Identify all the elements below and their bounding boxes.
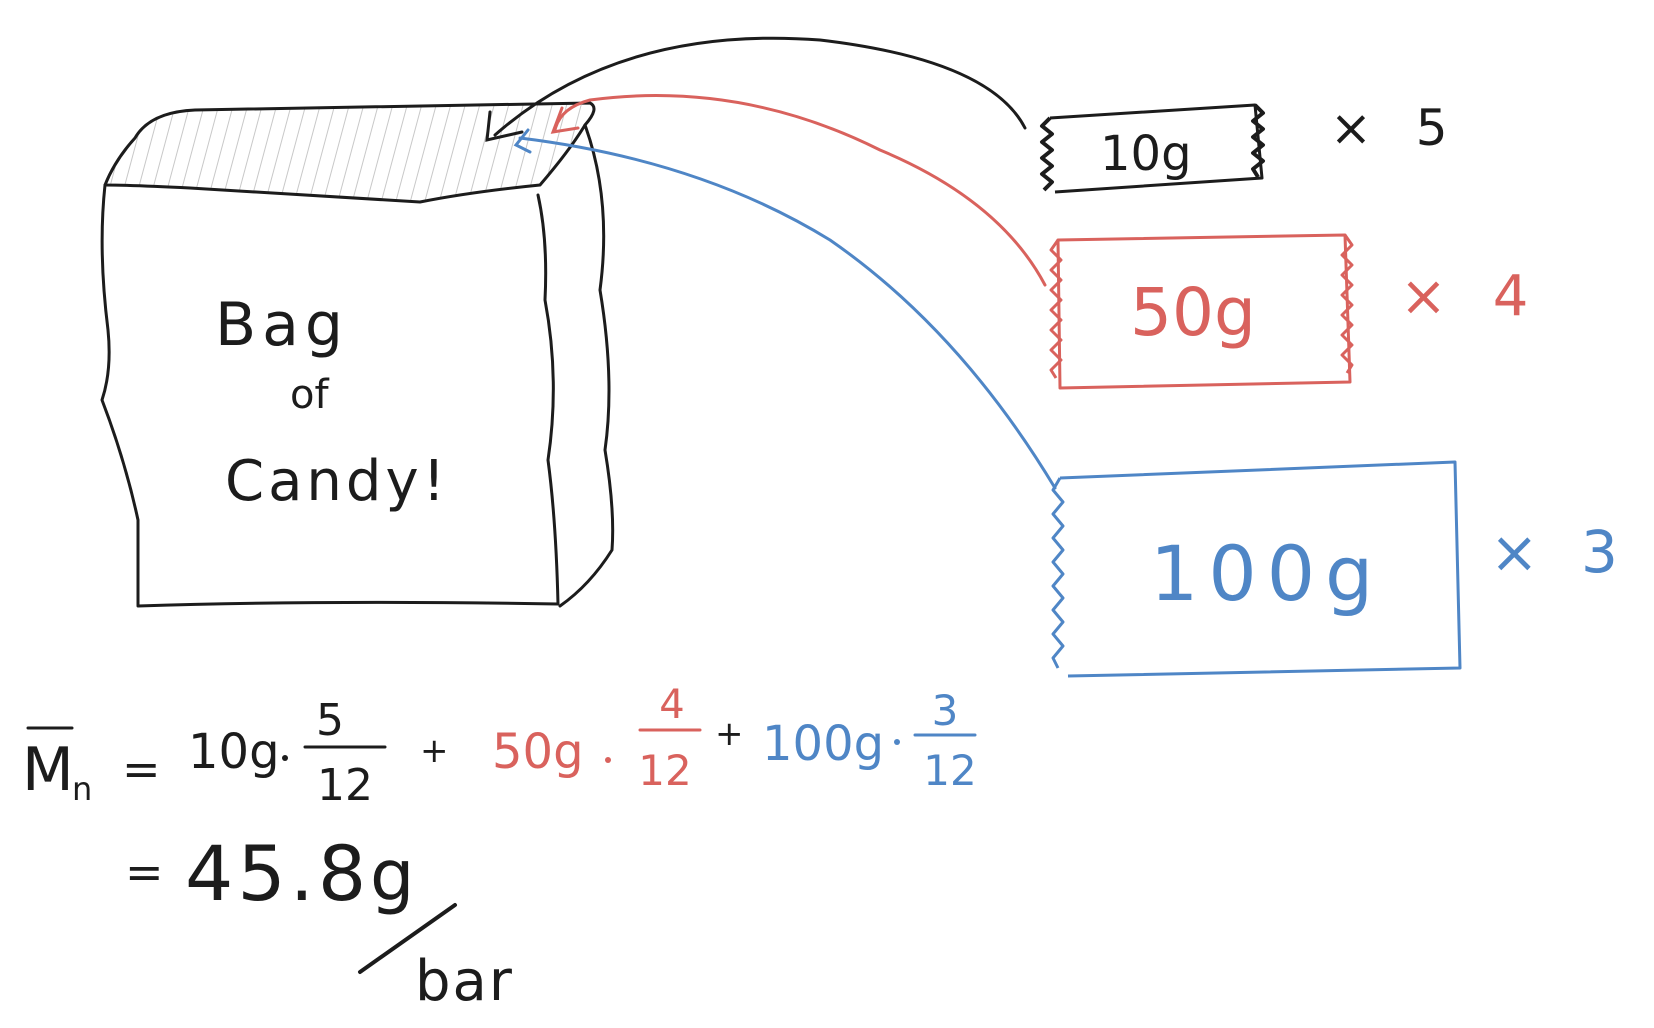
multiply-dot	[894, 739, 900, 745]
weighted-average-equation: M n = 10g 5 12 + 50g 4 12 + 100g 3 12 = …	[22, 682, 977, 1014]
term2-numerator: 4	[659, 682, 684, 728]
bag-label-line2: of	[290, 372, 329, 418]
result-unit-numerator: g	[370, 835, 414, 917]
plus-sign-1: +	[420, 731, 449, 771]
term1-denominator: 12	[317, 760, 373, 811]
bag-side-face	[558, 123, 615, 608]
candy-10g	[1040, 103, 1265, 194]
result-unit-denominator: bar	[415, 949, 514, 1014]
mean-subscript: n	[72, 770, 92, 808]
multiply-dot	[605, 757, 611, 763]
multiply-dot	[282, 755, 288, 761]
candy-50g-count: × 4	[1400, 264, 1542, 329]
term1-numerator: 5	[316, 695, 344, 746]
term2-denominator: 12	[638, 746, 691, 795]
arrow-100g	[513, 128, 1057, 490]
bag-front-face	[100, 183, 560, 608]
unit-slash	[358, 903, 457, 974]
candy-100g-count: × 3	[1490, 518, 1630, 586]
term3-mass: 100g	[762, 716, 884, 772]
wrapper-end-left	[1049, 239, 1063, 379]
plus-sign-2: +	[715, 714, 744, 754]
candy-bag	[100, 101, 615, 608]
bag-label-line1: Bag	[215, 290, 349, 360]
candy-50g-mass: 50g	[1130, 274, 1256, 351]
arrow-10g	[485, 36, 1027, 142]
candy-100g-mass: 100g	[1150, 529, 1383, 618]
candy-50g	[1049, 233, 1354, 390]
term3-denominator: 12	[923, 746, 976, 795]
result-equals-sign: =	[125, 845, 164, 899]
mean-symbol: M	[22, 735, 74, 805]
arrow-50g	[550, 94, 1047, 287]
term3-numerator: 3	[932, 686, 959, 735]
bag-label-line3: Candy!	[225, 449, 449, 514]
term1-mass: 10g	[188, 724, 280, 780]
result-value: 45.8	[185, 829, 370, 918]
wrapper-end-left	[1051, 477, 1065, 669]
candy-10g-count: × 5	[1330, 99, 1462, 157]
equals-sign: =	[122, 742, 161, 796]
wrapper-end-right	[1251, 103, 1265, 179]
wrapper-end-left	[1040, 116, 1054, 192]
bag-opening	[103, 101, 596, 204]
term2-mass: 50g	[492, 724, 584, 780]
wrapper-end-right	[1340, 234, 1354, 374]
candy-100g	[1051, 460, 1462, 678]
candy-10g-mass: 10g	[1100, 126, 1192, 182]
